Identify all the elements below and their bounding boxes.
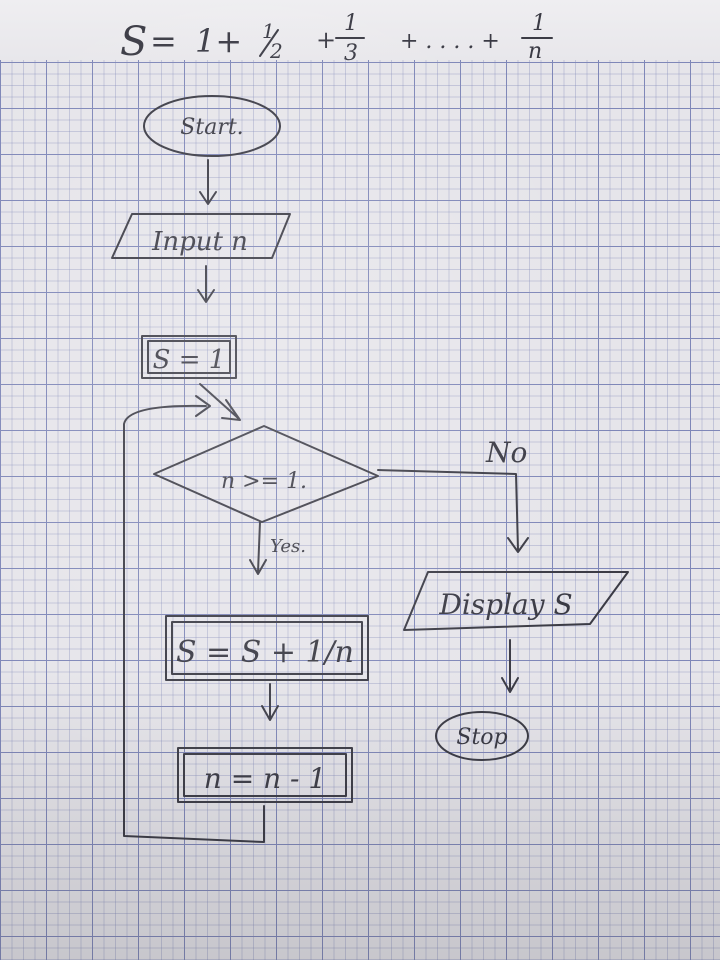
arrow-start-input [199,159,217,205]
arrow-yes-branch [249,521,267,575]
update-s-label: S = S + 1/n [176,635,354,670]
title-formula: S = 1+ 1 2 + 1 3 + . . . . + 1 n [120,11,553,66]
decision-node [153,425,379,523]
input-node [111,213,291,259]
init-node [141,335,237,379]
init-node-inner [147,340,231,374]
loop-back-line [123,395,265,843]
init-label: S = 1 [153,345,226,375]
yes-label: Yes. [270,536,306,557]
start-terminal [143,95,281,157]
title-term-n-num: 1 [532,11,546,36]
display-label: Display S [438,588,572,621]
arrow-no-branch [377,469,529,553]
update-n-node [177,747,353,803]
title-lhs: S [120,19,147,65]
arrow-init-decision [199,383,241,421]
title-term-n-den: n [528,39,542,64]
input-label: Input n [151,227,248,257]
title-plus: + [316,26,336,54]
decision-label: n >= 1. [221,469,307,494]
update-n-label: n = n - 1 [204,762,326,795]
title-term-3-num: 1 [344,11,358,36]
update-n-node-inner [183,753,347,797]
arrow-display-stop [501,639,519,693]
start-label: Start. [180,115,243,140]
arrow-update-s-n [261,683,279,721]
title-term-1: 1+ [195,22,242,60]
title-term-2-slash [259,29,279,57]
stop-terminal [435,711,529,761]
display-node [403,571,629,631]
paper-top-margin [0,0,720,60]
arrow-input-init [197,265,215,303]
update-s-node-inner [171,621,363,675]
title-term-3-den: 3 [344,41,358,66]
no-label: No [485,436,527,469]
title-term-2-den: 2 [269,39,283,63]
title-ellipsis: + . . . . + [400,29,500,54]
update-s-node [165,615,369,681]
stop-label: Stop [456,725,507,750]
title-equals: = [150,22,177,60]
title-term-2-num: 1 [262,19,275,43]
